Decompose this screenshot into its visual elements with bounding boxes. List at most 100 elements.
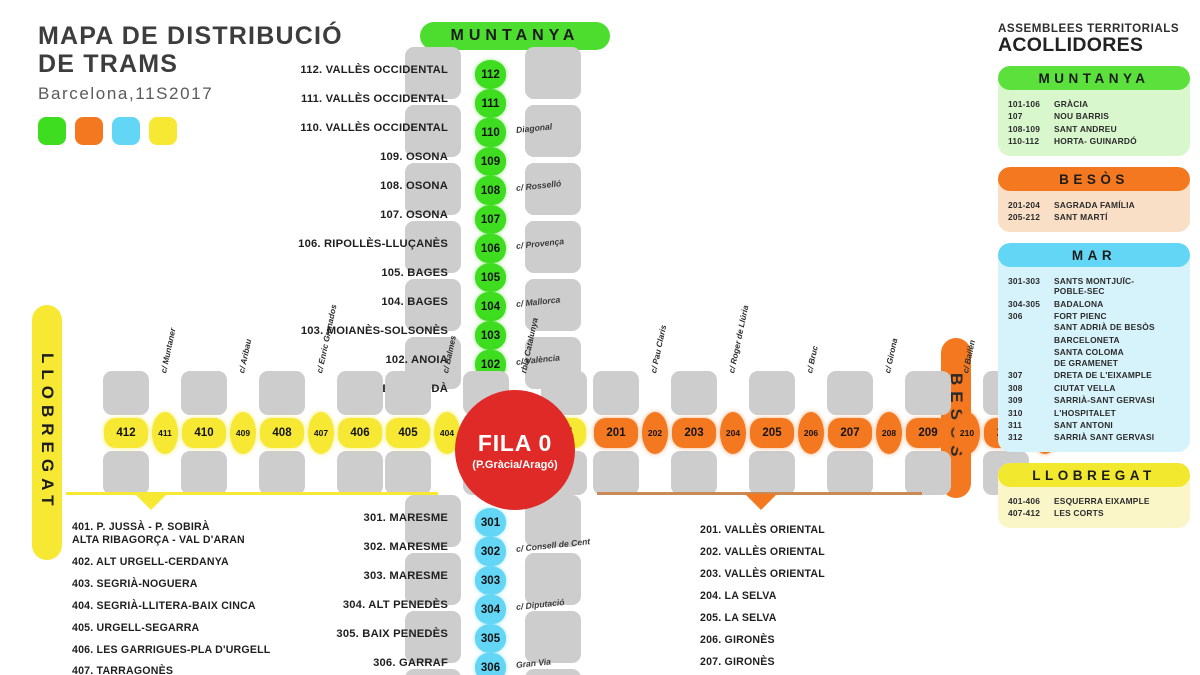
tram-node-306[interactable]: 306 bbox=[475, 653, 506, 675]
tram-node-104[interactable]: 104 bbox=[475, 292, 506, 321]
panel-row: BARCELONETA bbox=[998, 333, 1190, 345]
grey-block bbox=[671, 451, 717, 495]
panel-row-code: 311 bbox=[1008, 420, 1023, 431]
tram-node-408[interactable]: 408 bbox=[260, 418, 304, 448]
tram-node-303[interactable]: 303 bbox=[475, 566, 506, 595]
tram-node-111[interactable]: 111 bbox=[475, 89, 506, 118]
assemblees-panel: ASSEMBLEES TERRITORIALS ACOLLIDORES MUNT… bbox=[998, 22, 1190, 529]
besos-rule bbox=[597, 492, 922, 495]
panel-row-code: 307 bbox=[1008, 370, 1023, 381]
tram-node-112[interactable]: 112 bbox=[475, 60, 506, 89]
street-label: c/ Bruc bbox=[805, 344, 820, 374]
list-item: 206. GIRONÈS bbox=[700, 633, 775, 646]
grey-block bbox=[259, 371, 305, 415]
panel-row-name: FORT PIENC SANT ADRIÀ DE BESÒS bbox=[1054, 311, 1155, 333]
tram-node-106[interactable]: 106 bbox=[475, 234, 506, 263]
tram-node-412[interactable]: 412 bbox=[104, 418, 148, 448]
list-item: 201. VALLÈS ORIENTAL bbox=[700, 524, 825, 536]
grey-block bbox=[385, 371, 431, 415]
tram-node-208[interactable]: 208 bbox=[876, 412, 902, 454]
panel-row-name: GRÀCIA bbox=[1054, 98, 1089, 109]
panel-row-name: ESQUERRA EIXAMPLE bbox=[1054, 495, 1150, 506]
tram-node-103[interactable]: 103 bbox=[475, 321, 506, 350]
tram-node-204[interactable]: 204 bbox=[720, 412, 746, 454]
panel-row-name: BARCELONETA bbox=[1054, 334, 1120, 345]
column-row-label: 106. RIPOLLÈS-LLUÇANÈS bbox=[298, 238, 448, 250]
tram-node-203[interactable]: 203 bbox=[672, 418, 716, 448]
street-label: Gran Via bbox=[515, 656, 552, 670]
tram-node-210[interactable]: 210 bbox=[954, 412, 980, 454]
column-row-label: 110. VALLÈS OCCIDENTAL bbox=[300, 122, 448, 134]
panel-row-code bbox=[1008, 335, 1054, 346]
panel-row-code: 301-303 bbox=[1008, 275, 1041, 286]
tram-node-206[interactable]: 206 bbox=[798, 412, 824, 454]
panel-row-name: LES CORTS bbox=[1054, 508, 1104, 519]
orange-swatch bbox=[75, 117, 103, 145]
header: MAPA DE DISTRIBUCIÓ DE TRAMS Barcelona,1… bbox=[38, 22, 343, 145]
grey-block bbox=[337, 451, 383, 495]
tram-node-110[interactable]: 110 bbox=[475, 118, 506, 147]
tram-node-108[interactable]: 108 bbox=[475, 176, 506, 205]
tram-node-202[interactable]: 202 bbox=[642, 412, 668, 454]
tram-node-105[interactable]: 105 bbox=[475, 263, 506, 292]
grey-block bbox=[259, 451, 305, 495]
tram-node-409[interactable]: 409 bbox=[230, 412, 256, 454]
street-label: c/ Pau Claris bbox=[649, 324, 669, 374]
column-row-label: 108. OSONA bbox=[380, 180, 448, 192]
panel-card-header-besos: BESÒS bbox=[998, 167, 1190, 192]
grey-block bbox=[593, 451, 639, 495]
tram-node-301[interactable]: 301 bbox=[475, 508, 506, 537]
tram-node-405[interactable]: 405 bbox=[386, 418, 430, 448]
column-row: 103. MOIANÈS-SOLSONÈS 103 bbox=[280, 321, 610, 350]
grey-block bbox=[405, 611, 461, 663]
grey-block bbox=[405, 105, 461, 157]
page-title-line1: MAPA DE DISTRIBUCIÓ bbox=[38, 22, 343, 50]
tram-node-305[interactable]: 305 bbox=[475, 624, 506, 653]
panel-row-name: NOU BARRIS bbox=[1054, 111, 1110, 122]
tram-node-410[interactable]: 410 bbox=[182, 418, 226, 448]
panel-row: 306 FORT PIENC SANT ADRIÀ DE BESÒS bbox=[998, 310, 1190, 333]
column-row-label: 103. MOIANÈS-SOLSONÈS bbox=[300, 325, 448, 337]
tram-node-209[interactable]: 209 bbox=[906, 418, 950, 448]
grey-block bbox=[905, 371, 951, 415]
grey-block bbox=[405, 553, 461, 605]
tram-node-109[interactable]: 109 bbox=[475, 147, 506, 176]
list-item: 401. P. JUSSÀ - P. SOBIRÀ ALTA RIBAGORÇA… bbox=[72, 521, 245, 546]
tram-node-407[interactable]: 407 bbox=[308, 412, 334, 454]
panel-row-name: HORTA- GUINARDÓ bbox=[1054, 136, 1137, 147]
tram-node-205[interactable]: 205 bbox=[750, 418, 794, 448]
tram-node-302[interactable]: 302 bbox=[475, 537, 506, 566]
panel-row-code: 308 bbox=[1008, 382, 1023, 393]
tram-node-201[interactable]: 201 bbox=[594, 418, 638, 448]
tram-node-411[interactable]: 411 bbox=[152, 412, 178, 454]
grey-block bbox=[671, 371, 717, 415]
grey-block bbox=[525, 669, 581, 675]
list-item: 205. LA SELVA bbox=[700, 611, 777, 624]
tram-node-406[interactable]: 406 bbox=[338, 418, 382, 448]
list-item: 203. VALLÈS ORIENTAL bbox=[700, 567, 825, 580]
tram-node-304[interactable]: 304 bbox=[475, 595, 506, 624]
panel-row-name: SARRIÀ-SANT GERVASI bbox=[1054, 395, 1155, 406]
tram-node-207[interactable]: 207 bbox=[828, 418, 872, 448]
panel-row-code: 306 bbox=[1008, 311, 1023, 322]
grey-block bbox=[593, 371, 639, 415]
tram-node-107[interactable]: 107 bbox=[475, 205, 506, 234]
